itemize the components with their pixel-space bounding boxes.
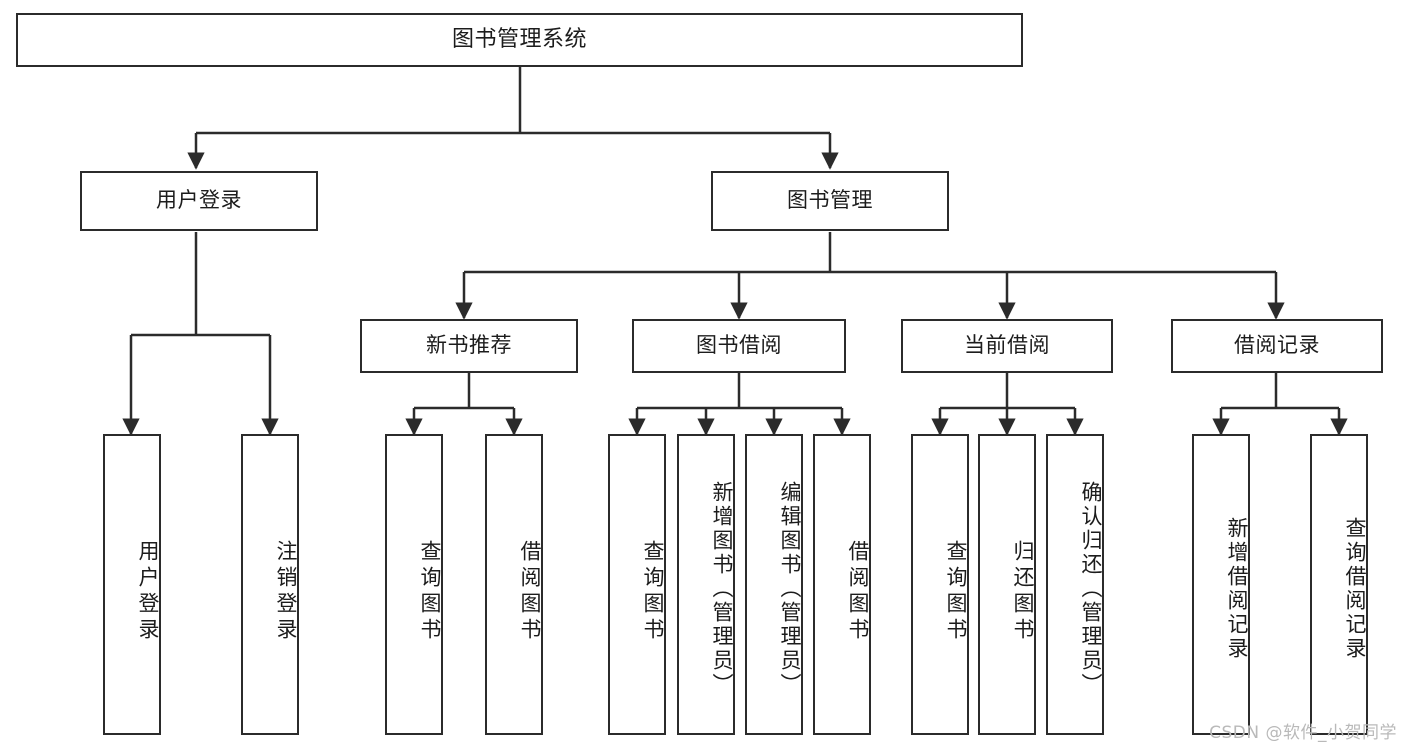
node-borrow-record[interactable]: 借阅记录 [1171,319,1383,373]
leaf-borrow-book[interactable]: 借阅图书 [813,434,871,735]
leaf-edit-book-admin[interactable]: 编辑图书（管理员） [745,434,803,735]
leaf-logout[interactable]: 注销登录 [241,434,299,735]
node-user-login[interactable]: 用户登录 [80,171,318,231]
leaf-add-book-admin[interactable]: 新增图书（管理员） [677,434,735,735]
leaf-user-login[interactable]: 用户登录 [103,434,161,735]
leaf-query-book-borrow[interactable]: 查询图书 [608,434,666,735]
watermark-credit: CSDN @软件_小贺同学 [1209,723,1397,743]
node-current-borrow[interactable]: 当前借阅 [901,319,1113,373]
node-book-management[interactable]: 图书管理 [711,171,949,231]
leaf-query-borrow-record[interactable]: 查询借阅记录 [1310,434,1368,735]
leaf-query-book-recommend[interactable]: 查询图书 [385,434,443,735]
leaf-confirm-return-admin[interactable]: 确认归还（管理员） [1046,434,1104,735]
leaf-add-borrow-record[interactable]: 新增借阅记录 [1192,434,1250,735]
node-book-borrow[interactable]: 图书借阅 [632,319,846,373]
leaf-return-book[interactable]: 归还图书 [978,434,1036,735]
leaf-query-book-current[interactable]: 查询图书 [911,434,969,735]
node-new-book-recommend[interactable]: 新书推荐 [360,319,578,373]
node-root-book-management-system[interactable]: 图书管理系统 [16,13,1023,67]
leaf-borrow-book-recommend[interactable]: 借阅图书 [485,434,543,735]
